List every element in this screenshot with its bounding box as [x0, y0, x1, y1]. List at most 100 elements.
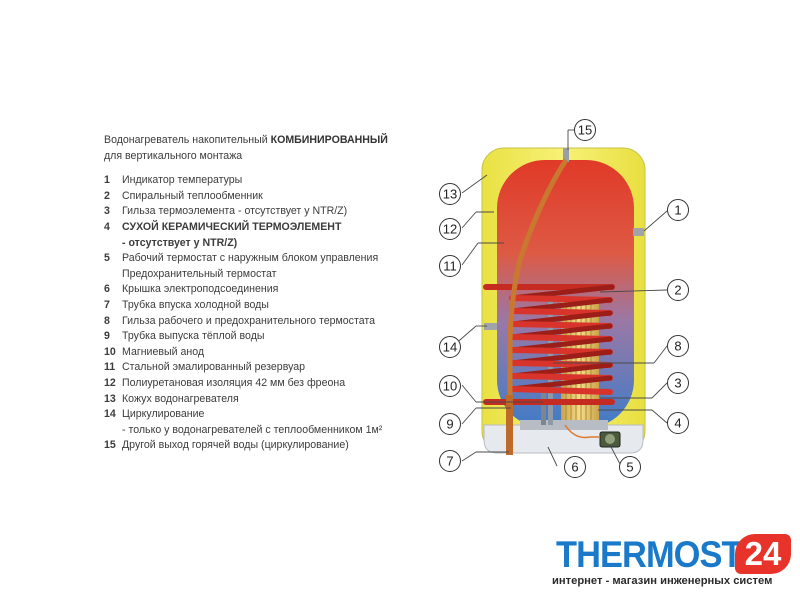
- legend-item: 15 Другой выход горячей воды (циркулирова…: [104, 438, 434, 454]
- temperature-indicator: [633, 228, 644, 236]
- callout-4: 4: [667, 412, 689, 434]
- legend-item-text: Спиральный теплообменник: [122, 189, 263, 202]
- callout-14: 14: [439, 336, 461, 358]
- legend-item-number: 12: [104, 376, 116, 389]
- legend-item: 8 Гильза рабочего и предохранительного те…: [104, 314, 434, 330]
- logo-number: 24: [744, 535, 782, 572]
- svg-text:4: 4: [674, 416, 681, 431]
- thermostat24-logo: THERMOSTAT 24 интернет - магазин инженер…: [548, 532, 794, 590]
- svg-text:12: 12: [443, 222, 457, 237]
- svg-text:8: 8: [674, 339, 681, 354]
- intro-line1-prefix: Водонагреватель накопительный: [104, 134, 271, 146]
- legend-item-number: 10: [104, 345, 116, 358]
- legend-item-number: 13: [104, 392, 116, 405]
- svg-text:11: 11: [443, 259, 457, 274]
- svg-text:13: 13: [443, 187, 457, 202]
- heat-exchanger-coil: [483, 284, 615, 405]
- legend-item-number: 11: [104, 361, 116, 374]
- legend-item: 1 Индикатор температуры: [104, 173, 434, 189]
- legend-item-text: Крышка электроподсоединения: [122, 283, 279, 296]
- callout-15: 15: [574, 119, 596, 141]
- legend-item-text: Гильза рабочего и предохранительного тер…: [122, 314, 375, 327]
- legend-item-number: 15: [104, 439, 116, 452]
- wiring: [564, 424, 600, 439]
- svg-text:10: 10: [443, 379, 457, 394]
- legend-item-text: Стальной эмалированный резервуар: [122, 361, 306, 374]
- callout-7: 7: [439, 450, 461, 472]
- callout-9: 9: [439, 413, 461, 435]
- legend-item-number: 1: [104, 174, 110, 187]
- svg-text:14: 14: [443, 340, 457, 355]
- legend-item-number: 4: [104, 220, 110, 233]
- legend-item: 5 Рабочий термостат с наружным блоком упр…: [104, 251, 434, 282]
- leader-lines: [452, 129, 668, 467]
- svg-text:3: 3: [674, 376, 681, 391]
- callout-12: 12: [439, 218, 461, 240]
- legend-item: 11 Стальной эмалированный резервуар: [104, 360, 434, 376]
- callout-11: 11: [439, 255, 461, 277]
- magnesium-anode: [541, 390, 546, 425]
- circulation-stub: [484, 323, 497, 330]
- svg-text:1: 1: [674, 203, 681, 218]
- svg-text:7: 7: [446, 454, 453, 469]
- callout-13: 13: [439, 183, 461, 205]
- legend-item: 7 Трубка впуска холодной воды: [104, 298, 434, 314]
- legend-item-number: 5: [104, 252, 110, 265]
- tank-flange: [520, 420, 608, 430]
- callout-10: 10: [439, 375, 461, 397]
- legend-item: 3 Гильза термоэлемента - отсутствует у NT…: [104, 204, 434, 220]
- legend-item-number: 2: [104, 189, 110, 202]
- legend-item-number: 3: [104, 205, 110, 218]
- legend-item-text: Полиуретановая изоляция 42 мм без фреона: [122, 376, 346, 389]
- svg-text:2: 2: [674, 283, 681, 298]
- legend-list: 1 Индикатор температуры 2 Спиральный теплоо…: [104, 173, 434, 454]
- legend-item-text: Трубка выпуска тёплой воды: [122, 330, 265, 343]
- legend-item: 14 Циркулирование - только у водонагревате…: [104, 407, 434, 438]
- legend-item-text: СУХОЙ КЕРАМИЧЕСКИЙ ТЕРМОЭЛЕМЕНТ: [122, 220, 342, 233]
- legend-item-text: Циркулирование: [122, 408, 205, 421]
- legend-item-text: Магниевый анод: [122, 345, 205, 358]
- legend-item-text: Индикатор температуры: [122, 174, 243, 187]
- legend-item-number: 6: [104, 283, 110, 296]
- thermostat-knob: [605, 434, 615, 444]
- svg-text:15: 15: [578, 123, 592, 138]
- intro-line2: для вертикального монтажа: [104, 149, 243, 162]
- legend-item: 2 Спиральный теплообменник: [104, 189, 434, 205]
- legend-item: 4 СУХОЙ КЕРАМИЧЕСКИЙ ТЕРМОЭЛЕМЕНТ - отсутс…: [104, 220, 434, 251]
- legend-item-text: Гильза термоэлемента - отсутствует у NTR…: [122, 205, 348, 218]
- legend-item-number: 9: [104, 330, 110, 343]
- callout-5: 5: [619, 456, 641, 478]
- legend-item-subtext: - отсутствует у NTR/Z): [122, 236, 238, 249]
- legend-item-subtext: - только у водонагревателей с теплообмен…: [122, 423, 383, 436]
- logo-tagline: интернет - магазин инженерных систем: [552, 575, 773, 587]
- legend-item: 12 Полиуретановая изоляция 42 мм без фрео…: [104, 376, 434, 392]
- callout-2: 2: [667, 279, 689, 301]
- callout-8: 8: [667, 335, 689, 357]
- legend-item-text: Другой выход горячей воды (циркулировани…: [122, 439, 349, 452]
- callout-1: 1: [667, 199, 689, 221]
- legend-item: 13 Кожух водонагревателя: [104, 392, 434, 408]
- svg-text:6: 6: [571, 460, 578, 475]
- legend-intro: Водонагреватель накопительный КОМБИНИРОВ…: [104, 133, 434, 164]
- top-outlet: [563, 148, 569, 162]
- legend-item-subtext: Предохранительный термостат: [122, 267, 277, 280]
- legend-item-number: 7: [104, 298, 110, 311]
- intro-line1-bold: КОМБИНИРОВАННЫЙ: [270, 134, 388, 146]
- legend-item: 6 Крышка электроподсоединения: [104, 282, 434, 298]
- logo-badge: 24: [735, 534, 791, 574]
- legend: Водонагреватель накопительный КОМБИНИРОВ…: [104, 133, 434, 454]
- legend-item: 10 Магниевый анод: [104, 345, 434, 361]
- legend-item-text: Рабочий термостат с наружным блоком упра…: [122, 252, 379, 265]
- legend-item-text: Трубка впуска холодной воды: [122, 298, 269, 311]
- svg-text:9: 9: [446, 417, 453, 432]
- legend-item: 9 Трубка выпуска тёплой воды: [104, 329, 434, 345]
- callout-6: 6: [564, 456, 586, 478]
- callout-3: 3: [667, 372, 689, 394]
- hot-water-pipe: [507, 158, 569, 452]
- legend-item-number: 14: [104, 408, 116, 421]
- legend-item-number: 8: [104, 314, 110, 327]
- cold-water-pipe: [506, 395, 513, 455]
- legend-item-text: Кожух водонагревателя: [122, 392, 239, 405]
- svg-text:5: 5: [626, 460, 633, 475]
